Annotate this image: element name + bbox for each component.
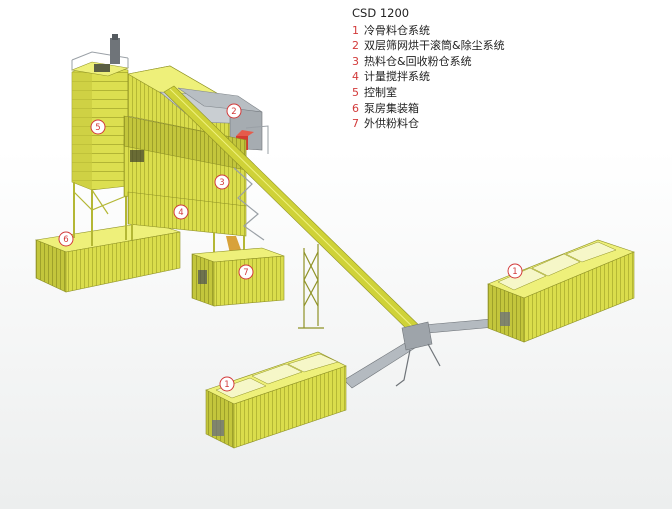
- callout-5: 7: [238, 264, 254, 280]
- legend-item: 5 控制室: [352, 85, 505, 101]
- legend-item-number: 2: [352, 39, 359, 53]
- callout-3-label: 3: [219, 178, 224, 188]
- legend-item: 2 双层筛网烘干滚筒&除尘系统: [352, 38, 505, 54]
- ground: [0, 150, 672, 509]
- callout-1-right-label: 1: [512, 267, 517, 277]
- legend-item: 6 泵房集装箱: [352, 101, 505, 117]
- legend-item: 1 冷骨料仓系统: [352, 23, 505, 39]
- callout-2-label: 2: [231, 107, 236, 117]
- legend-item-number: 6: [352, 101, 359, 115]
- legend-item-label: 热料仓&回收粉仓系统: [364, 54, 472, 68]
- legend-item-number: 7: [352, 117, 359, 131]
- legend-item-number: 5: [352, 85, 359, 99]
- legend-title: CSD 1200: [352, 6, 410, 20]
- legend-item-number: 3: [352, 54, 359, 68]
- control-room-container: [191, 247, 285, 307]
- legend-item: 3 热料仓&回收粉仓系统: [352, 54, 505, 70]
- collector-conveyors: [343, 317, 507, 389]
- callout-5-label: 7: [243, 268, 248, 278]
- callout-1-right: 1: [507, 263, 523, 279]
- cold-feeder-bank-right: [487, 239, 635, 343]
- legend-item-label: 冷骨料仓系统: [364, 23, 430, 37]
- legend-item-label: 双层筛网烘干滚筒&除尘系统: [364, 39, 505, 53]
- legend-item-number: 4: [352, 70, 359, 84]
- legend: CSD 1200 1 冷骨料仓系统 2 双层筛网烘干滚筒&除尘系统 3 热料仓&回收粉…: [352, 6, 505, 132]
- pump-house-container: [34, 221, 181, 293]
- callout-4: 4: [173, 204, 189, 220]
- callouts: 5 2 3 4 6 7 1 1: [58, 103, 523, 392]
- legend-item-label: 泵房集装箱: [364, 101, 419, 115]
- callout-1-bottom-label: 1: [224, 380, 229, 390]
- legend-item: 7 外供粉料仓: [352, 116, 505, 132]
- callout-6: 6: [58, 231, 74, 247]
- callout-7-label: 5: [95, 123, 100, 133]
- legend-item-number: 1: [352, 23, 359, 37]
- callout-3: 3: [214, 174, 230, 190]
- callout-4-label: 4: [178, 208, 183, 218]
- callout-2: 2: [226, 103, 242, 119]
- legend-item: 4 计量搅拌系统: [352, 69, 505, 85]
- callout-1-bottom: 1: [219, 376, 235, 392]
- cold-feeder-bank-bottom: [205, 351, 347, 449]
- legend-item-label: 外供粉料仓: [364, 117, 419, 131]
- callout-7: 5: [90, 119, 106, 135]
- legend-item-label: 计量搅拌系统: [364, 70, 430, 84]
- conveyor-trestle: [298, 244, 324, 329]
- legend-item-label: 控制室: [364, 85, 397, 99]
- callout-6-label: 6: [63, 235, 68, 245]
